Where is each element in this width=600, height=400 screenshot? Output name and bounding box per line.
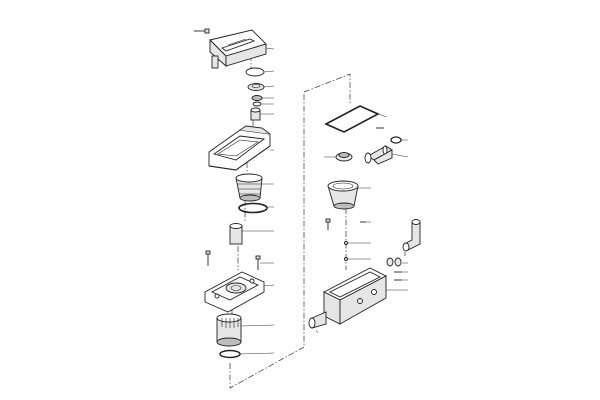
threaded-body bbox=[235, 173, 274, 202]
valve-nut bbox=[324, 152, 353, 162]
drain-fitting bbox=[308, 311, 327, 334]
pipe-fitting-upper bbox=[364, 145, 409, 165]
gasket-right bbox=[324, 105, 388, 133]
lid-cover bbox=[209, 29, 275, 69]
sleeve bbox=[229, 223, 274, 245]
cup-body bbox=[327, 180, 371, 210]
base-housing bbox=[204, 271, 275, 313]
upper-small-parts bbox=[245, 67, 275, 121]
screws-left bbox=[205, 250, 274, 270]
top-housing-frame bbox=[208, 125, 274, 171]
small-parts-right-top bbox=[376, 127, 408, 144]
o-ring-bottom bbox=[219, 349, 275, 359]
screw-top bbox=[194, 28, 210, 34]
elbow-pipe-right bbox=[402, 219, 421, 252]
bottom-cylinder bbox=[216, 313, 275, 347]
screws-right bbox=[325, 218, 371, 261]
o-ring-middle bbox=[238, 202, 274, 214]
main-tank bbox=[323, 267, 408, 325]
connectors-right bbox=[386, 257, 408, 281]
assembly-axis-right bbox=[303, 73, 406, 270]
